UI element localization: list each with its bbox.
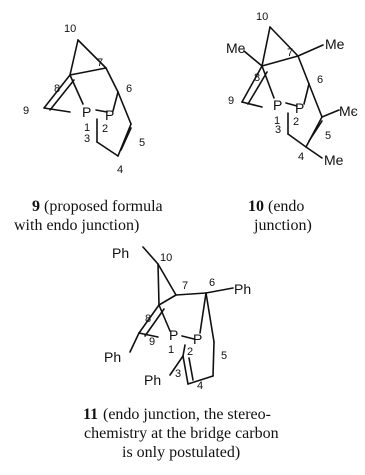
locant-10-9: 10	[64, 23, 76, 35]
locant-2-11: 2	[187, 346, 193, 358]
locant-6-9: 6	[126, 83, 132, 95]
locant-9-11: 9	[149, 336, 155, 348]
locant-8-9: 8	[54, 83, 60, 95]
locant-4-11: 4	[197, 380, 203, 392]
locant-5-11: 5	[221, 350, 227, 362]
locant-1-9: 1	[84, 122, 90, 134]
caption-line1-10: (endo	[268, 198, 304, 215]
atom-p1-9: P	[82, 104, 91, 120]
atom-p1-10: P	[273, 97, 282, 113]
bonds-10	[241, 26, 340, 159]
sub-me4-10: Me	[324, 152, 344, 168]
sub-ph3-11: Ph	[144, 372, 161, 388]
locant-6-11: 6	[209, 277, 215, 289]
locant-1-11: 1	[168, 344, 174, 356]
bonds-11	[129, 246, 234, 385]
locant-10-10: 10	[256, 11, 268, 23]
structure-11: Ph Ph Ph Ph P P 10 7 6 8 9 1 2 5 3 4 11 …	[83, 245, 279, 461]
locant-7-10: 7	[287, 47, 293, 59]
locant-4-10: 4	[298, 151, 304, 163]
locant-7-9: 7	[97, 57, 103, 69]
caption-line2-11: chemistry at the bridge carbon	[84, 425, 279, 442]
atom-p2-11: P	[193, 331, 202, 347]
atom-p1-11: P	[169, 327, 178, 343]
atom-p2-9: P	[105, 107, 114, 123]
locant-4-9: 4	[117, 164, 123, 176]
locant-3-11: 3	[175, 368, 181, 380]
caption-line1-9: (proposed formula	[44, 198, 163, 215]
structure-10: Me Me Mє Me P P 10 7 6 8 9 1 2 3 4 5 10 …	[226, 11, 358, 234]
caption-compound-10: 10	[248, 198, 264, 215]
structure-9: P P 10 7 6 8 9 1 2 3 4 5 9 (proposed for…	[14, 23, 163, 234]
locant-6-10: 6	[317, 74, 323, 86]
caption-compound-9: 9	[32, 198, 40, 215]
locant-1-10: 1	[274, 115, 280, 127]
locant-3-9: 3	[84, 133, 90, 145]
sub-me5-10: Mє	[339, 103, 358, 119]
caption-line3-11: is only postulated)	[122, 444, 240, 461]
sub-ph10-11: Ph	[112, 245, 129, 261]
caption-compound-11: 11	[83, 406, 98, 423]
locant-2-10: 2	[293, 116, 299, 128]
locant-7-11: 7	[182, 280, 188, 292]
sub-me7-10: Me	[325, 36, 345, 52]
sub-me8-10: Me	[226, 40, 246, 56]
locant-10-11: 10	[160, 252, 172, 264]
locant-2-9: 2	[102, 123, 108, 135]
locant-9-9: 9	[23, 105, 29, 117]
locant-5-10: 5	[325, 130, 331, 142]
caption-line2-9: with endo junction)	[14, 217, 139, 234]
locant-8-11: 8	[145, 313, 151, 325]
caption-line2-10: junction)	[253, 217, 312, 234]
locant-3-10: 3	[275, 124, 281, 136]
locant-9-10: 9	[228, 95, 234, 107]
sub-ph9-11: Ph	[104, 349, 121, 365]
caption-line1-11: (endo junction, the stereo-	[103, 406, 271, 423]
locant-5-9: 5	[139, 137, 145, 149]
sub-ph6-11: Ph	[234, 281, 251, 297]
locant-8-10: 8	[254, 72, 260, 84]
atom-p2-10: P	[295, 100, 304, 116]
bonds-9	[43, 39, 132, 157]
